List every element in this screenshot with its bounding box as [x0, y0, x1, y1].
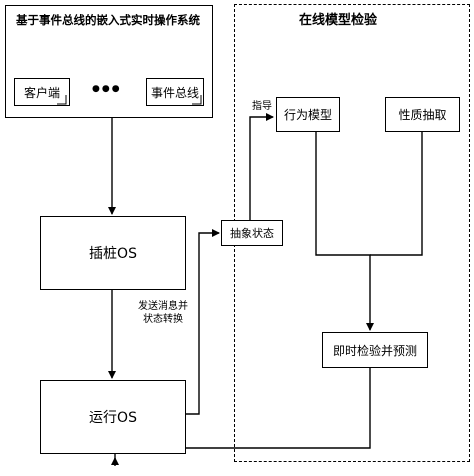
- property-extract-label: 性质抽取: [398, 108, 447, 122]
- stub-os-box: 插桩OS: [40, 216, 186, 290]
- instant-check-box: 即时检验并预测: [322, 332, 428, 368]
- client-node: 客户端: [14, 78, 70, 106]
- guide-label: 指导: [252, 101, 272, 112]
- send-message-line1: 发送消息并: [138, 301, 188, 312]
- line-check-feedback: [114, 368, 371, 464]
- online-model-check-title: 在线模型检验: [299, 13, 378, 28]
- line-property-to-check: [370, 132, 423, 256]
- property-extract-box: 性质抽取: [385, 97, 460, 132]
- run-os-box: 运行OS: [40, 380, 186, 454]
- abstract-state-label: 抽象状态: [230, 227, 274, 240]
- instant-check-label: 即时检验并预测: [332, 343, 417, 358]
- arrow-run-to-abstract: [185, 229, 220, 415]
- run-os-label: 运行OS: [89, 410, 137, 426]
- client-corner-mark: [57, 95, 67, 105]
- arrow-abstract-to-behavior: [249, 113, 274, 220]
- abstract-state-box: 抽象状态: [221, 220, 283, 246]
- eventbus-label: 事件总线: [150, 85, 199, 100]
- client-label: 客户端: [23, 85, 60, 100]
- eventbus-corner-mark: [192, 95, 202, 105]
- stub-os-label: 插桩OS: [89, 246, 137, 262]
- rtos-system-box: 基于事件总线的嵌入式实时操作系统 客户端 ●●● 事件总线: [5, 5, 213, 118]
- behavior-model-box: 行为模型: [276, 97, 340, 132]
- ellipsis-dots: ●●●: [92, 84, 122, 94]
- arrow-behavior-to-check: [315, 132, 374, 331]
- send-message-label: 发送消息并 状态转换: [138, 300, 188, 326]
- send-message-line2: 状态转换: [143, 314, 183, 325]
- behavior-model-label: 行为模型: [283, 108, 332, 122]
- eventbus-node: 事件总线: [146, 78, 204, 106]
- rtos-system-title: 基于事件总线的嵌入式实时操作系统: [16, 13, 200, 27]
